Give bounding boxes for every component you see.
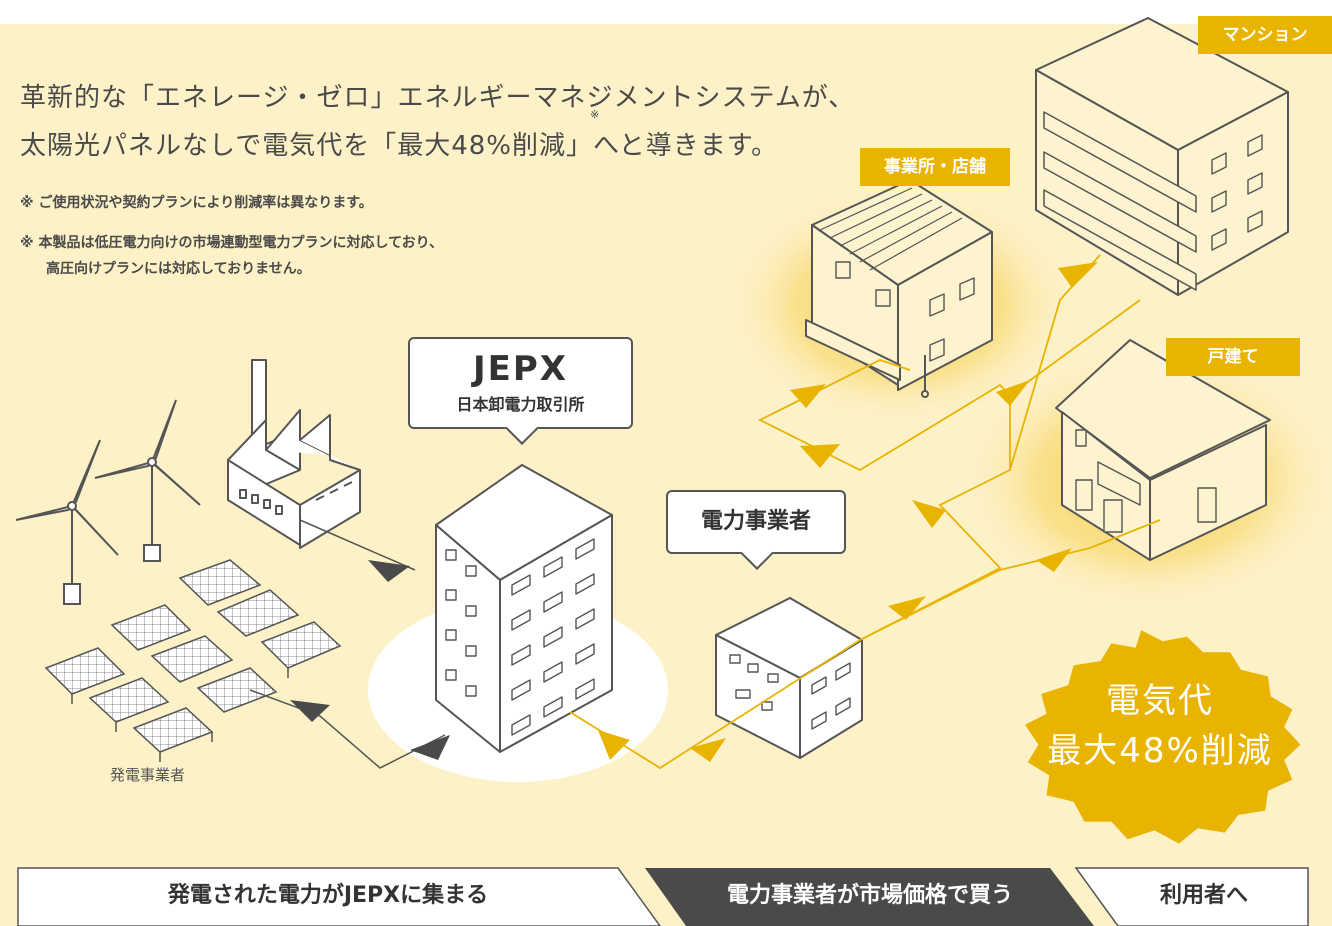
retailer-label: 電力事業者 <box>700 509 811 534</box>
savings-burst <box>1025 630 1301 844</box>
factory <box>227 359 361 549</box>
mansion-tag: マンション <box>1198 16 1332 54</box>
savings-badge-line-1: 電気代 <box>1106 681 1214 721</box>
retailer-building <box>715 597 863 759</box>
headline-line-1: 革新的な「エネレージ・ゼロ」エネルギーマネジメントシステムが、 <box>20 83 856 113</box>
footnote-reduction-rate: ※ ご使用状況や契約プランにより削減率は異なります。 <box>20 195 373 211</box>
step-1-label: 発電された電力がJEPXに集まる <box>167 883 489 908</box>
footnote-plan-line-2: 高圧向けプランには対応しておりません。 <box>46 261 311 277</box>
solar-panel-array <box>44 559 342 762</box>
footnote-plan-line-1: ※ 本製品は低圧電力向けの市場連動型電力プランに対応しており、 <box>20 235 444 251</box>
headline-footnote-mark: ※ <box>590 108 600 121</box>
headline: 革新的な「エネレージ・ゼロ」エネルギーマネジメントシステムが、 太陽光パネルなし… <box>20 74 855 170</box>
jepx-subtitle: 日本卸電力取引所 <box>456 395 585 414</box>
step-3-shape <box>1074 867 1309 926</box>
wind-turbine <box>15 399 201 605</box>
distribution-flow-arrowheads <box>598 262 1098 762</box>
headline-line-2: 太陽光パネルなしで電気代を「最大48%削減」へと導きます。 <box>20 131 779 161</box>
savings-badge-line-2: 最大48%削減 <box>1047 731 1273 771</box>
house-building <box>1055 339 1271 561</box>
step-2-label: 電力事業者が市場価格で買う <box>726 883 1013 908</box>
generation-flow-arrows <box>249 519 450 769</box>
jepx-callout: JEPX 日本卸電力取引所 <box>408 337 633 429</box>
step-1-shape <box>17 867 661 926</box>
house-tag: 戸建て <box>1166 338 1300 376</box>
jepx-building <box>435 464 613 753</box>
savings-badge-text: 電気代 最大48%削減 <box>1040 676 1280 776</box>
step-2-shape <box>645 868 1094 926</box>
office-building <box>805 179 993 398</box>
step-3-label: 利用者へ <box>1159 883 1248 908</box>
office-tag: 事業所・店舗 <box>860 148 1010 186</box>
footnote-plan-compatibility: ※ 本製品は低圧電力向けの市場連動型電力プランに対応しており、 高圧向けプランに… <box>20 230 443 282</box>
jepx-title: JEPX <box>472 349 568 389</box>
generator-label: 発電事業者 <box>110 766 186 784</box>
mansion-building <box>1035 17 1289 296</box>
retailer-callout: 電力事業者 <box>666 490 846 554</box>
